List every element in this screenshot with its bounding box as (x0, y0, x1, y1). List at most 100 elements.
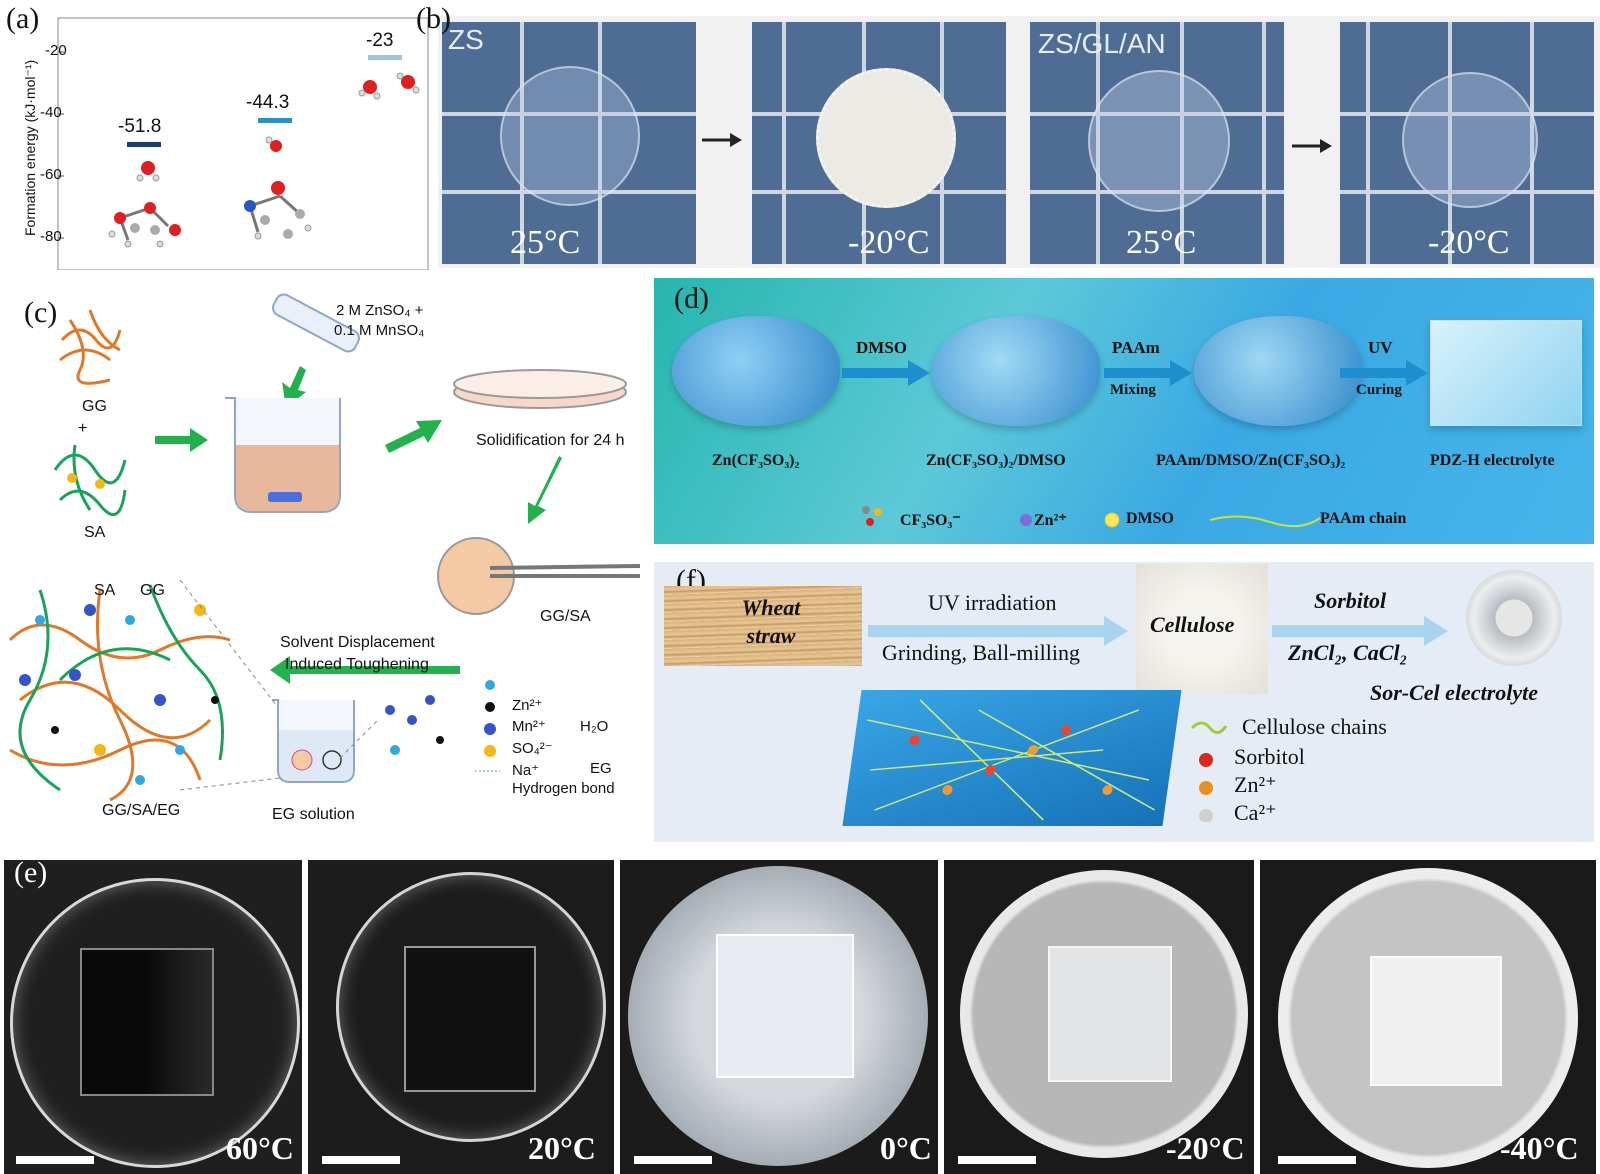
legend-ca-f: Ca²⁺ (1234, 800, 1277, 825)
legend-paam-chain: PAAm chain (1320, 510, 1407, 527)
drop-zn-salt (672, 316, 840, 426)
temp-b2: -20°C (848, 224, 930, 261)
legend-zn-f: Zn²⁺ (1234, 772, 1277, 797)
water-dimer (358, 72, 420, 100)
arrow-d-2 (1104, 360, 1192, 386)
photo-zs-minus20c: -20°C (752, 22, 1006, 264)
ytick-3: -60 (40, 166, 62, 183)
y-axis-label: Formation energy (kJ·mol⁻¹) (22, 59, 38, 236)
ytick-2: -40 (40, 104, 62, 121)
photo-zsglan-25c: ZS/GL/AN 25°C (1030, 22, 1284, 264)
panel-c-schematic (8, 293, 641, 802)
transparent-disc (1402, 72, 1538, 208)
drop-paam-mix (1194, 316, 1362, 426)
gg-polymer-icon (59, 309, 122, 385)
cellulose-label: Cellulose (1150, 612, 1235, 637)
panel-a-label: (a) (6, 2, 40, 35)
arrow-f-2 (1272, 616, 1448, 646)
petri-dish-icon (453, 369, 627, 409)
name-paam-mix: PAAm/DMSO/Zn(CF₃SO₃)₂ (1156, 452, 1346, 469)
legend-sorbitol: Sorbitol (1234, 744, 1305, 769)
uv-irradiation-label: UV irradiation (928, 590, 1057, 615)
petri-rim (336, 872, 606, 1142)
legend-so4: SO₄²⁻ (512, 740, 553, 757)
cellulose-network-block (842, 690, 1182, 826)
sa-polymer-icon (53, 444, 127, 517)
frozen-disc (816, 68, 956, 208)
test-tube-icon (272, 293, 360, 353)
temp-b4: -20°C (1428, 224, 1510, 261)
scale-bar (1278, 1156, 1356, 1164)
sor-cel-ring-photo (1466, 570, 1562, 666)
energy-level-1 (127, 142, 161, 147)
temp-e3: 0°C (880, 1130, 932, 1166)
network-ions (19, 604, 219, 785)
hydrogel-film (1370, 956, 1502, 1086)
arrow-d-1 (842, 360, 930, 386)
legend-dmso: DMSO (1126, 510, 1174, 527)
panel-b-label: (b) (416, 2, 451, 35)
sample-tag-zs: ZS (448, 24, 484, 55)
step-paam: PAAm (1112, 338, 1160, 357)
reagent-line-1: 2 M ZnSO₄ + (336, 302, 424, 319)
energy-level-3 (368, 55, 402, 60)
solvent-label-2: Induced Toughening (285, 656, 429, 673)
eg-beaker-icon (272, 699, 355, 783)
scale-bar (16, 1156, 94, 1164)
legend-eg: EG (590, 760, 612, 777)
panel-c-label: (c) (24, 296, 58, 329)
panel-d-legend-markers (862, 506, 1321, 528)
legend-so4-dot (484, 723, 496, 735)
glycerol-water-molecule (108, 161, 181, 248)
panel-a-plot (0, 0, 430, 271)
legend-zn-d: Zn²⁺ (1034, 512, 1067, 529)
gel-disc-tweezers (437, 537, 641, 615)
step-dmso: DMSO (856, 338, 907, 357)
arrow-c-4 (270, 656, 460, 684)
hydrogel-film (404, 946, 536, 1092)
hydrogel-film (80, 948, 214, 1096)
energy-value-1: -51.8 (118, 116, 162, 137)
electrolyte-label: Sor-Cel electrolyte (1370, 680, 1539, 705)
arrow-c-reagent (282, 366, 306, 408)
scale-bar (634, 1156, 712, 1164)
cellulose-photo (1136, 564, 1268, 694)
beaker-icon (225, 397, 341, 513)
solidification-label: Solidification for 24 h (476, 432, 625, 449)
reagent-line-2: 0.1 M MnSO₄ (334, 322, 425, 339)
pdzh-block (1430, 320, 1582, 426)
photo-zs-25c: ZS 25°C (442, 22, 696, 264)
panel-e-label: (e) (14, 856, 48, 889)
photo-e-0c: 0°C (620, 860, 938, 1174)
energy-value-2: -44.3 (246, 92, 290, 113)
temp-b1: 25°C (510, 224, 581, 261)
scale-bar (958, 1156, 1036, 1164)
gg-label: GG (82, 398, 107, 415)
name-zn-dmso: Zn(CF₃SO₃)₂/DMSO (926, 452, 1066, 469)
legend-mn: Mn²⁺ (512, 718, 546, 735)
ytick-4: -80 (40, 228, 62, 245)
photo-e-minus20c: -20°C (944, 860, 1254, 1174)
sorbitol-label: Sorbitol (1314, 588, 1387, 613)
panel-f-legend-markers (1190, 721, 1228, 822)
acetonitrile-water-molecule (244, 136, 312, 240)
ggsa-label: GG/SA (540, 608, 591, 625)
wheat-straw-label: Wheat straw (741, 595, 801, 648)
petri-rim (10, 878, 300, 1168)
legend-zn: Zn²⁺ (512, 697, 543, 714)
name-pdzh: PDZ-H electrolyte (1430, 452, 1555, 469)
arrow-f-1 (868, 616, 1128, 646)
network-sa-label: SA (94, 582, 116, 599)
energy-level-2 (258, 118, 292, 123)
arrow-b-2 (1292, 139, 1332, 153)
network-fibers (867, 699, 1156, 821)
scale-bar (322, 1156, 400, 1164)
energy-value-3: -23 (366, 30, 394, 51)
grinding-label: Grinding, Ball-milling (882, 640, 1080, 665)
photo-e-minus40c: -40°C (1260, 860, 1596, 1174)
plus-sign: + (78, 420, 88, 437)
arrow-c-3 (528, 456, 562, 524)
step-mixing: Mixing (1110, 382, 1156, 398)
temp-e5: -40°C (1500, 1130, 1579, 1166)
